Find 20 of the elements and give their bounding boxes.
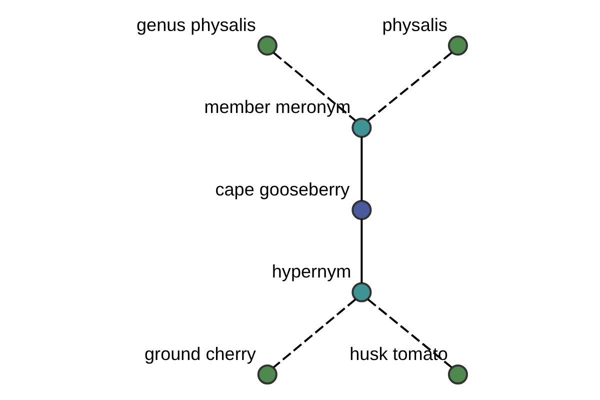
node-circle [447,36,468,56]
node-circle [256,364,277,385]
node-label: member meronym [204,97,350,118]
node-label: cape gooseberry [214,179,350,200]
node-label: genus physalis [136,14,256,35]
node-label: hypernym [271,262,351,282]
node-circle [351,282,372,302]
node-label: physalis [382,14,447,35]
connector [272,52,356,122]
node-circle [447,364,468,385]
connector [360,137,362,201]
connector [272,298,356,368]
connector [360,219,362,283]
node-label: ground cherry [144,344,256,364]
node-label: husk tomato [349,344,448,364]
connector [366,298,452,368]
node-circle [256,36,277,56]
connector [367,52,452,122]
node-circle [351,118,372,138]
node-circle [351,200,372,220]
